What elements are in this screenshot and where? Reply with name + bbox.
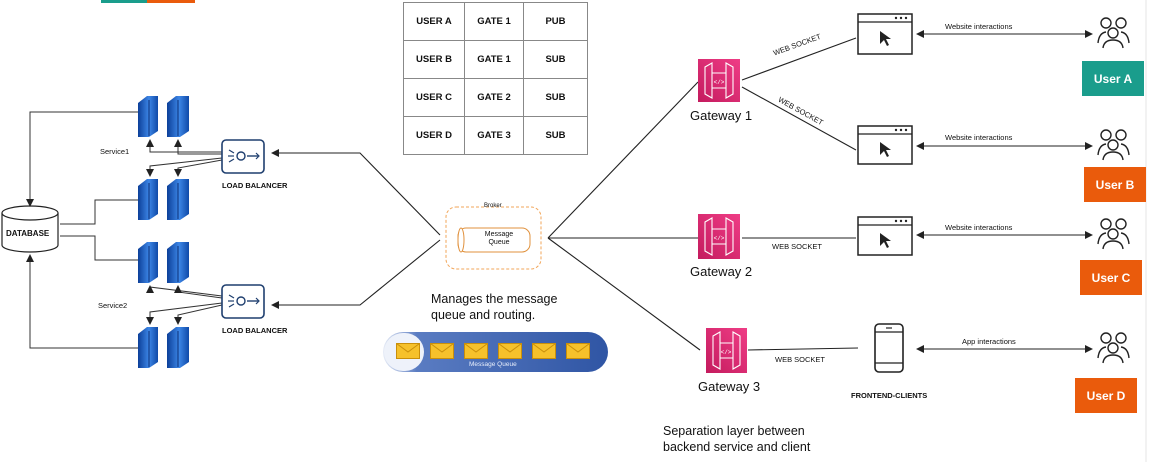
queue-envelopes — [396, 343, 590, 359]
svg-text:</>: </> — [714, 235, 725, 242]
table-cell: GATE 3 — [464, 116, 524, 155]
websocket-label: WEB SOCKET — [772, 242, 823, 251]
server-icon — [138, 327, 158, 368]
service2-label: Service2 — [98, 301, 128, 310]
broker-to-lb-links — [271, 149, 441, 309]
users-group-icon — [1097, 218, 1130, 250]
table-cell: GATE 1 — [464, 2, 524, 41]
interaction-label: Website interactions — [945, 223, 1013, 232]
frontend-clients-label: FRONTEND-CLIENTS — [851, 391, 928, 400]
database-label: DATABASE — [6, 229, 50, 238]
server-icon — [138, 96, 158, 137]
queue-bar-label: Message Queue — [469, 361, 517, 368]
websocket-label: WEB SOCKET — [775, 355, 826, 364]
broker-to-gateway-links — [547, 81, 701, 351]
load-balancer-label: LOAD BALANCER — [222, 181, 288, 190]
envelope-icon — [532, 343, 556, 359]
separation-note-line1: Separation layer between — [663, 424, 805, 438]
table-cell: USER B — [403, 40, 465, 79]
separation-note-line2: backend service and client — [663, 440, 811, 454]
svg-text:</>: </> — [721, 349, 732, 356]
table-row: USER B GATE 1 SUB — [403, 40, 588, 79]
broker-title: Broker — [484, 203, 502, 209]
server-icon — [167, 242, 189, 283]
color-strip-teal — [101, 0, 147, 3]
gateway-label: Gateway 1 — [690, 108, 753, 123]
browser-window-icon — [857, 125, 913, 165]
gateway-icon: </> — [698, 59, 740, 102]
broker-note-line1: Manages the message — [431, 292, 558, 306]
user-d-badge: User D — [1075, 378, 1137, 413]
broker-note: Manages the message queue and routing. — [431, 291, 557, 323]
interaction-links — [916, 30, 1093, 353]
mobile-phone-icon — [874, 323, 904, 373]
server-group-1 — [138, 96, 189, 220]
load-balancer-label: LOAD BALANCER — [222, 326, 288, 335]
service1-label: Service1 — [100, 147, 130, 156]
users-group-icon — [1097, 129, 1130, 161]
gateway-label: Gateway 2 — [690, 264, 753, 279]
database-icon — [1, 205, 59, 253]
table-row: USER A GATE 1 PUB — [403, 2, 588, 41]
envelope-icon — [464, 343, 488, 359]
broker-note-line2: queue and routing. — [431, 308, 536, 322]
envelope-icon — [498, 343, 522, 359]
table-cell: SUB — [523, 40, 588, 79]
browser-window-icon — [857, 13, 913, 55]
table-cell: USER A — [403, 2, 465, 41]
server-group-2 — [138, 242, 189, 368]
users-group-icon — [1097, 332, 1130, 364]
lb2-fanout — [146, 285, 223, 325]
server-icon — [167, 327, 189, 368]
lb1-fanout — [146, 139, 223, 177]
interaction-label: Website interactions — [945, 133, 1013, 142]
interaction-label: App interactions — [962, 337, 1016, 346]
table-row: USER D GATE 3 SUB — [403, 116, 588, 155]
load-balancer-icon — [221, 284, 265, 319]
interaction-label: Website interactions — [945, 22, 1013, 31]
envelope-icon — [566, 343, 590, 359]
server-icon — [167, 96, 189, 137]
websocket-links — [741, 37, 859, 351]
users-group-icon — [1097, 17, 1130, 49]
table-cell: USER D — [403, 116, 465, 155]
queue-label-line2: Queue — [488, 239, 510, 246]
server-icon — [138, 242, 158, 283]
gateway-icon: </> — [706, 328, 747, 373]
table-cell: SUB — [523, 116, 588, 155]
table-cell: PUB — [523, 2, 588, 41]
database-links — [26, 111, 138, 349]
user-gateway-mapping-table: USER A GATE 1 PUB USER B GATE 1 SUB USER… — [403, 2, 588, 155]
queue-label-line1: Message — [484, 231, 514, 238]
broker-box — [445, 206, 542, 270]
separation-note: Separation layer between backend service… — [663, 423, 810, 455]
server-icon — [167, 179, 189, 220]
gateway-icon: </> — [698, 214, 740, 259]
table-row: USER C GATE 2 SUB — [403, 78, 588, 117]
server-icon — [138, 179, 158, 220]
color-strip-orange — [147, 0, 195, 3]
svg-text:</>: </> — [714, 79, 725, 86]
table-cell: GATE 2 — [464, 78, 524, 117]
browser-window-icon — [857, 216, 913, 256]
user-b-badge: User B — [1084, 167, 1146, 202]
user-a-badge: User A — [1082, 61, 1144, 96]
envelope-icon — [396, 343, 420, 359]
user-c-badge: User C — [1080, 260, 1142, 295]
gateway-label: Gateway 3 — [698, 379, 761, 394]
envelope-icon — [430, 343, 454, 359]
table-cell: USER C — [403, 78, 465, 117]
table-cell: GATE 1 — [464, 40, 524, 79]
queue-label: Message Queue — [468, 231, 530, 247]
load-balancer-icon — [221, 139, 265, 174]
table-cell: SUB — [523, 78, 588, 117]
